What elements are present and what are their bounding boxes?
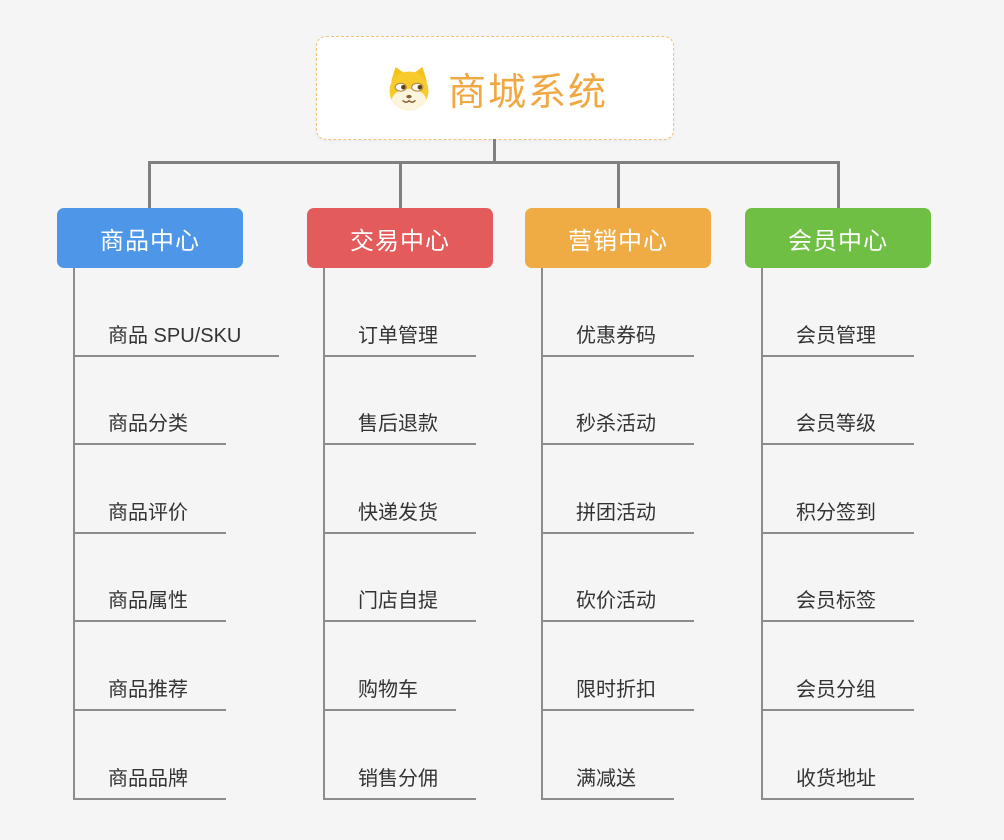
branch-column-trade: 交易中心 订单管理售后退款快递发货门店自提购物车销售分佣 [307,208,557,800]
subtopic-item[interactable]: 会员管理 [763,319,914,357]
branch-topic-label: 交易中心 [350,227,450,255]
subtopic-row: 快递发货 [325,445,557,534]
subtopic-item[interactable]: 收货地址 [763,762,914,800]
subtopic-item[interactable]: 销售分佣 [325,762,476,800]
subtopic-row: 砍价活动 [543,534,775,623]
subtopic-item[interactable]: 快递发货 [325,496,476,534]
branch-topic-label: 营销中心 [568,227,668,255]
subtopic-list-marketing: 优惠券码秒杀活动拼团活动砍价活动限时折扣满减送 [541,268,775,800]
connector-drop-branch-4 [837,161,840,210]
subtopic-row: 销售分佣 [325,711,557,800]
subtopic-item[interactable]: 门店自提 [325,584,476,623]
connector-drop-branch-1 [148,161,151,210]
subtopic-item[interactable]: 会员等级 [763,407,914,446]
subtopic-item[interactable]: 商品属性 [75,584,226,623]
subtopic-item[interactable]: 售后退款 [325,407,476,446]
shiba-dog-icon [389,67,429,111]
subtopic-list-trade: 订单管理售后退款快递发货门店自提购物车销售分佣 [323,268,557,800]
subtopic-row: 商品属性 [75,534,307,623]
subtopic-item[interactable]: 商品 SPU/SKU [75,319,280,357]
subtopic-row: 收货地址 [763,711,995,800]
subtopic-row: 会员等级 [763,357,995,446]
branch-topic-marketing[interactable]: 营销中心 [525,208,711,268]
branch-topic-trade[interactable]: 交易中心 [307,208,493,268]
subtopic-item[interactable]: 限时折扣 [543,673,694,711]
subtopic-row: 购物车 [325,622,557,711]
connector-drop-branch-2 [399,161,402,210]
subtopic-row: 拼团活动 [543,445,775,534]
connector-root-stem [493,139,496,163]
root-topic-title: 商城系统 [447,71,608,114]
subtopic-item[interactable]: 满减送 [543,762,674,800]
subtopic-item[interactable]: 会员分组 [763,673,914,711]
root-topic[interactable]: 商城系统 [316,36,674,140]
connector-drop-branch-3 [617,161,620,210]
subtopic-row: 优惠券码 [543,268,775,357]
subtopic-row: 商品评价 [75,445,307,534]
subtopic-item[interactable]: 商品品牌 [75,762,226,800]
branch-column-marketing: 营销中心 优惠券码秒杀活动拼团活动砍价活动限时折扣满减送 [525,208,775,800]
subtopic-row: 积分签到 [763,445,995,534]
subtopic-item[interactable]: 秒杀活动 [543,407,694,446]
subtopic-item[interactable]: 优惠券码 [543,319,694,357]
subtopic-list-product: 商品 SPU/SKU 商品分类商品评价商品属性商品推荐商品品牌 [73,268,307,800]
subtopic-row: 商品分类 [75,357,307,446]
branch-topic-member[interactable]: 会员中心 [745,208,931,268]
subtopic-item[interactable]: 砍价活动 [543,584,694,623]
subtopic-row: 会员分组 [763,622,995,711]
subtopic-row: 限时折扣 [543,622,775,711]
subtopic-item[interactable]: 拼团活动 [543,496,694,534]
subtopic-row: 秒杀活动 [543,357,775,446]
branch-column-member: 会员中心 会员管理会员等级积分签到会员标签会员分组收货地址 [745,208,995,800]
branch-topic-label: 会员中心 [788,227,888,255]
subtopic-row: 商品推荐 [75,622,307,711]
branch-topic-product[interactable]: 商品中心 [57,208,243,268]
subtopic-item[interactable]: 商品分类 [75,407,226,446]
subtopic-item[interactable]: 商品评价 [75,496,226,534]
subtopic-row: 订单管理 [325,268,557,357]
subtopic-item[interactable]: 购物车 [325,673,456,711]
subtopic-row: 门店自提 [325,534,557,623]
subtopic-item[interactable]: 订单管理 [325,319,476,357]
branch-topic-label: 商品中心 [100,227,200,255]
subtopic-row: 会员标签 [763,534,995,623]
subtopic-row: 会员管理 [763,268,995,357]
subtopic-item[interactable]: 商品推荐 [75,673,226,711]
subtopic-item[interactable]: 积分签到 [763,496,914,534]
subtopic-item[interactable]: 会员标签 [763,584,914,623]
branch-column-product: 商品中心 商品 SPU/SKU 商品分类商品评价商品属性商品推荐商品品牌 [57,208,307,800]
subtopic-row: 售后退款 [325,357,557,446]
subtopic-row: 商品品牌 [75,711,307,800]
connector-horizontal-bar [149,161,840,164]
subtopic-row: 满减送 [543,711,775,800]
subtopic-row: 商品 SPU/SKU [75,268,307,357]
subtopic-list-member: 会员管理会员等级积分签到会员标签会员分组收货地址 [761,268,995,800]
